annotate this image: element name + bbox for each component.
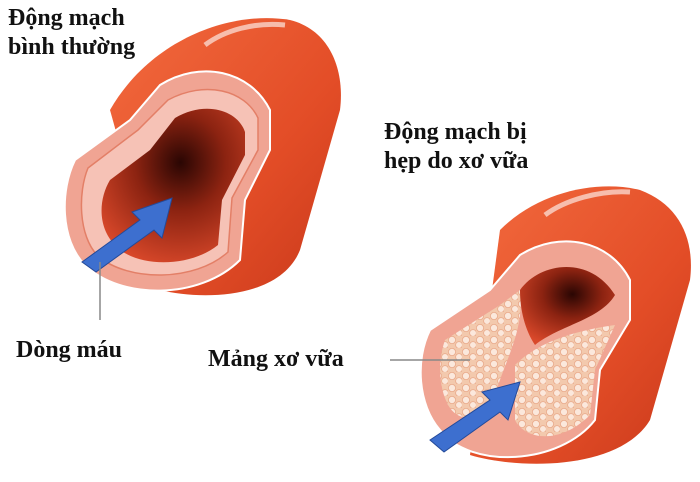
narrowed-artery-title: Động mạch bị hẹp do xơ vữa: [384, 118, 528, 176]
normal-artery-title-line1: Động mạch: [8, 5, 125, 31]
normal-artery-title: Động mạch bình thường: [8, 4, 135, 62]
normal-artery-title-line2: bình thường: [8, 34, 136, 60]
plaque-label: Mảng xơ vữa: [208, 346, 344, 372]
narrowed-artery-title-line1: Động mạch bị: [384, 119, 527, 145]
narrowed-artery: [390, 186, 691, 464]
normal-artery: [63, 18, 341, 320]
narrowed-artery-title-line2: hẹp do xơ vữa: [384, 148, 529, 174]
blood-flow-label: Dòng máu: [16, 337, 123, 363]
